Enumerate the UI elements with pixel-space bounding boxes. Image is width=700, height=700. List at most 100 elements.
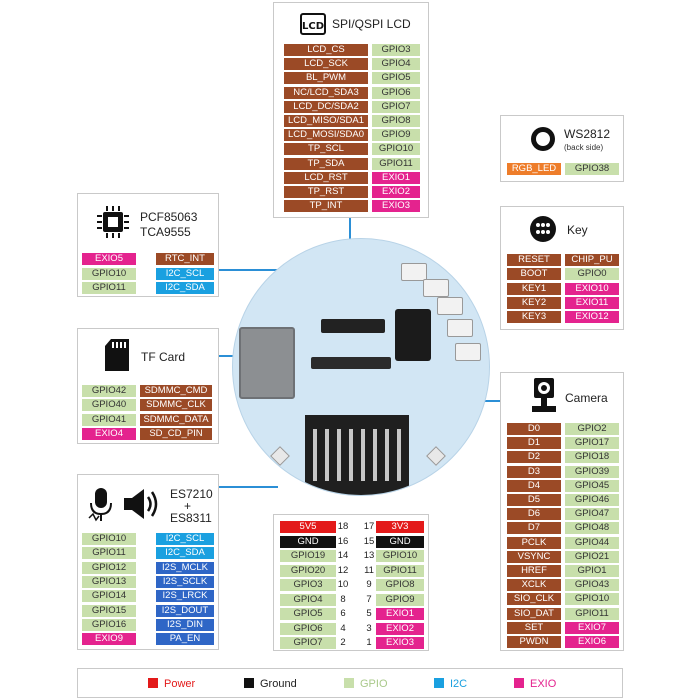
ws2812-gpio: GPIO38 [565,163,619,175]
audio-pin-name: GPIO14 [82,590,136,603]
pcf-title-1: PCF85063 [140,210,198,224]
camera-pin-name: HREF [507,565,561,577]
microphone-icon [88,488,112,522]
audio-pin-name: GPIO12 [82,561,136,574]
leader-audio [218,486,278,488]
header-pin-left: GPIO5 [280,608,336,620]
lcd-title: SPI/QSPI LCD [332,17,411,31]
camera-pin-value: GPIO11 [565,607,619,620]
tf-pin-value: SDMMC_CLK [140,399,212,412]
header-pin-number: 4 [336,622,350,635]
tf-pin-value: SDMMC_DATA [140,413,212,426]
lcd-pin-value: GPIO4 [372,58,420,71]
lcd-pin-value: EXIO2 [372,186,420,198]
lcd-pin-name: LCD_CS [284,44,368,56]
key-pin-value: GPIO0 [565,268,619,281]
header-pin-left: GPIO6 [280,622,336,635]
pcf-pin-name: EXIO5 [82,253,136,265]
chip-icon [97,206,129,238]
legend-ground: Ground [244,678,297,690]
tf-pin-name: EXIO4 [82,427,136,440]
audio-plus: + [184,499,192,513]
header-pin-right: GND [376,535,424,548]
lcd-pin-value: GPIO6 [372,86,420,99]
tf-title: TF Card [141,350,186,364]
audio-pin-name: GPIO13 [82,575,136,588]
camera-pin-name: D2 [507,451,561,464]
camera-title: Camera [565,391,608,405]
lcd-pin-value: GPIO8 [372,115,420,127]
ws2812-title: WS2812 [564,127,611,141]
lcd-pin-value: GPIO9 [372,129,420,142]
pcf-pin-value: I2C_SCL [156,267,214,280]
key-pin-value: EXIO10 [565,282,619,295]
legend-exio-label: EXIO [530,678,557,690]
leader-pcf [218,269,328,271]
sd-card-icon [105,339,129,371]
legend-i2c-swatch [434,678,444,688]
camera-pin-value: GPIO2 [565,423,619,435]
header-pin-number: 18 [336,521,350,533]
key-button [423,279,449,297]
legend: Power Ground GPIO I2C EXIO [77,668,623,698]
legend-ground-label: Ground [260,678,297,690]
lcd-pin-value: GPIO10 [372,143,420,156]
header-pin-number: 16 [336,535,350,548]
camera-pin-name: PCLK [507,536,561,549]
camera-pin-value: GPIO48 [565,522,619,535]
audio-pin-name: EXIO9 [82,633,136,646]
audio-pin-name: GPIO11 [82,547,136,560]
header-pin-left: GPIO7 [280,637,336,649]
header-pin-left: 5V5 [280,521,336,533]
header-pin-left: GPIO20 [280,564,336,577]
camera-pin-name: D5 [507,494,561,506]
header-pin-number: 3 [362,622,376,635]
header-pin-left: GND [280,535,336,548]
lcd-pin-value: EXIO1 [372,171,420,184]
key-pin-value: EXIO12 [565,311,619,324]
audio-pin-value: I2S_LRCK [156,590,214,603]
key-pin-name: KEY2 [507,296,561,309]
header-pin-right: GPIO11 [376,564,424,577]
audio-pin-value: I2C_SCL [156,533,214,545]
lcd-pin-name: TP_SDA [284,157,368,170]
key-button [447,319,473,337]
camera-pin-value: GPIO43 [565,579,619,592]
camera-pin-name: D1 [507,437,561,450]
header-pin-right: GPIO10 [376,550,424,562]
camera-pin-value: EXIO6 [565,636,619,648]
camera-pin-value: GPIO1 [565,565,619,577]
header-pin-number: 11 [362,564,376,577]
esp32-chip [395,309,431,361]
camera-pin-name: PWDN [507,636,561,648]
lcd-pin-value: GPIO3 [372,44,420,56]
legend-gpio-swatch [344,678,354,688]
key-pin-value: CHIP_PU [565,254,619,266]
lcd-pin-value: EXIO3 [372,200,420,213]
svg-text:LCD: LCD [302,21,324,32]
lcd-connector [321,319,385,333]
legend-power: Power [148,678,195,690]
lcd-pin-name: LCD_MOSI/SDA0 [284,129,368,142]
camera-pin-value: GPIO45 [565,479,619,492]
pcf-pin-value: RTC_INT [156,253,214,265]
speaker-icon [124,489,158,519]
camera-pin-name: D6 [507,508,561,521]
camera-pin-name: XCLK [507,579,561,592]
lcd-pin-name: TP_INT [284,200,368,213]
header-pin-right: GPIO8 [376,579,424,591]
header-pin-number: 12 [336,564,350,577]
header-pin-right: EXIO3 [376,637,424,649]
camera-pin-value: GPIO46 [565,494,619,506]
header-pin-left: GPIO3 [280,579,336,591]
camera-pin-name: D0 [507,423,561,435]
camera-pin-name: D7 [507,522,561,535]
camera-pin-value: GPIO10 [565,593,619,606]
camera-pin-name: SET [507,621,561,634]
camera-pin-value: GPIO39 [565,465,619,478]
ws2812-subtitle: (back side) [564,143,604,152]
